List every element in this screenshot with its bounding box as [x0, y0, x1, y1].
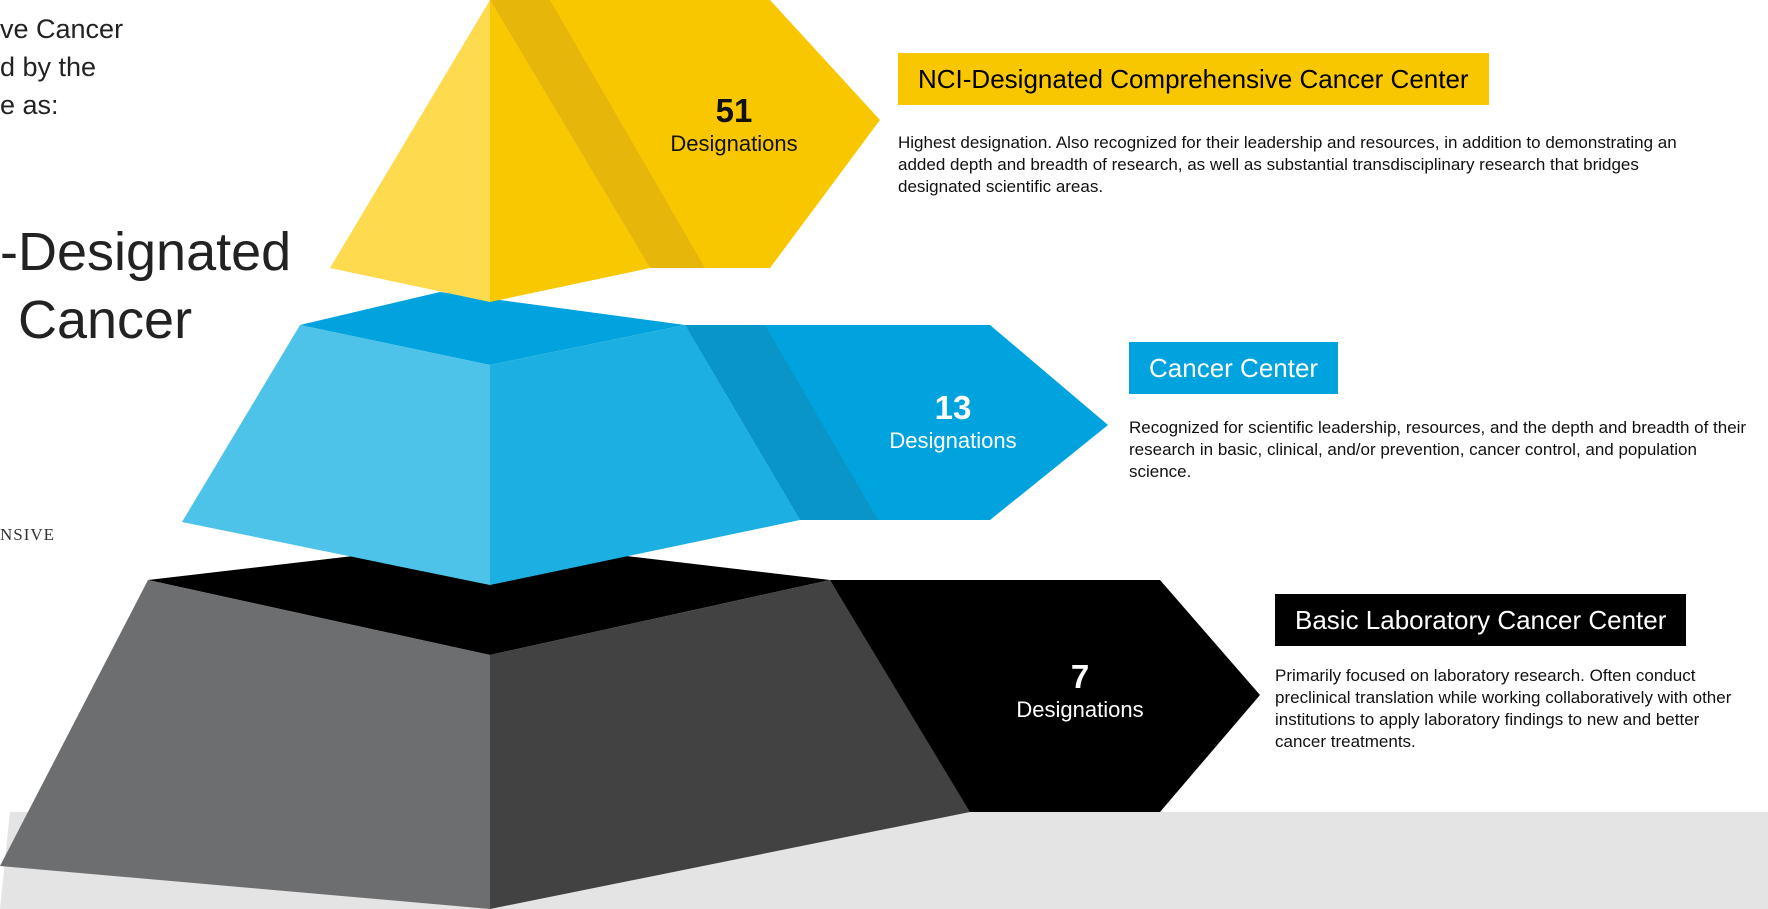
cancer-center-left-face — [182, 325, 490, 585]
cancer-center-count: 13 Designations — [843, 389, 1063, 455]
comprehensive-right-face — [490, 0, 650, 302]
cancer-center-count-number: 13 — [934, 389, 972, 426]
basic-lab-right-face — [490, 580, 970, 909]
basic-lab-count-label: Designations — [1016, 697, 1144, 722]
cancer-center-right-face — [490, 325, 800, 585]
cancer-center-description: Recognized for scientific leadership, re… — [1129, 418, 1747, 481]
intro-text-line-2: d by the — [0, 52, 97, 82]
cancer-center-title: Cancer Center — [1129, 342, 1339, 394]
intro-text-line-3: e as: — [0, 90, 59, 120]
comprehensive-left-face — [330, 0, 490, 302]
tier-cancer-center-shape — [182, 292, 1108, 585]
basic-lab-title: Basic Laboratory Cancer Center — [1275, 594, 1687, 646]
comprehensive-fold — [490, 0, 705, 268]
intro-heading-line-1: -Designated — [0, 222, 292, 282]
comprehensive-count: 51 Designations — [624, 92, 844, 158]
basic-lab-arrow — [830, 580, 1260, 812]
logo-fragment: NSIVE — [0, 525, 56, 544]
tier-comprehensive-shape — [330, 0, 880, 302]
basic-lab-count: 7 Designations — [970, 658, 1190, 724]
intro-heading-line-2: Cancer — [18, 290, 193, 350]
basic-lab-top-face — [148, 540, 830, 655]
cancer-center-top-face — [300, 292, 685, 365]
tier-basic-lab-shape — [0, 540, 1260, 909]
basic-lab-count-number: 7 — [1070, 658, 1090, 695]
basic-lab-description: Primarily focused on laboratory research… — [1275, 666, 1732, 751]
basic-lab-left-face — [0, 580, 490, 909]
comprehensive-count-number: 51 — [715, 92, 753, 129]
cancer-center-fold — [685, 325, 878, 520]
intro-text-line-1: ve Cancer — [0, 14, 124, 44]
cancer-center-count-label: Designations — [889, 428, 1017, 453]
comprehensive-description: Highest designation. Also recognized for… — [898, 133, 1677, 196]
comprehensive-title: NCI-Designated Comprehensive Cancer Cent… — [898, 53, 1489, 105]
comprehensive-count-label: Designations — [670, 131, 798, 156]
